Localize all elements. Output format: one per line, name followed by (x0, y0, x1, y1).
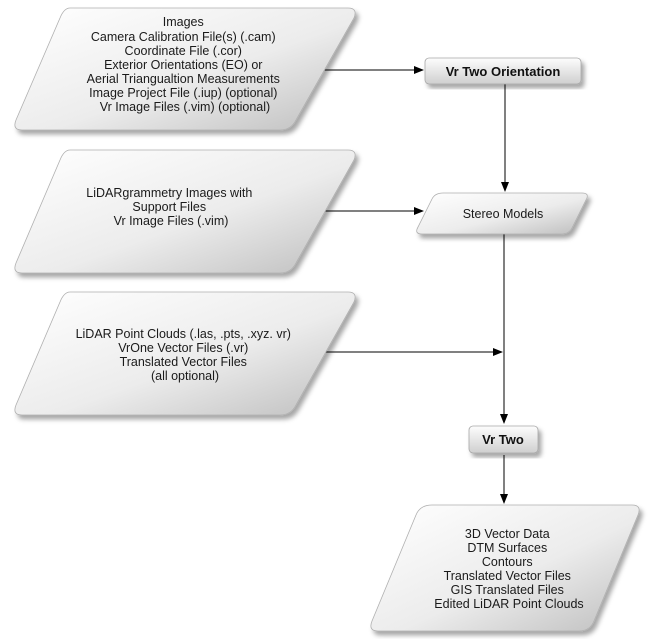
input-pointclouds-line-1: VrOne Vector Files (.vr) (118, 341, 248, 355)
outputs-line-4: GIS Translated Files (451, 583, 564, 597)
outputs-node (370, 504, 640, 632)
input-lidargrammetry-label: LiDARgrammetry Images with Support Files… (86, 186, 256, 228)
outputs-line-3: Translated Vector Files (444, 569, 571, 583)
outputs-line-5: Edited LiDAR Point Clouds (434, 597, 583, 611)
input-images-line-5: Image Project File (.iup) (optional) (89, 86, 277, 100)
input-images-line-3: Exterior Orientations (EO) or (104, 58, 262, 72)
input-lidargrammetry-line-2: Vr Image Files (.vim) (114, 214, 229, 228)
input-images-line-2: Coordinate File (.cor) (125, 44, 242, 58)
outputs-line-2: Contours (482, 555, 533, 569)
input-images-node (14, 7, 356, 131)
vr-two-orientation-node (424, 57, 582, 85)
vr-two-label: Vr Two (482, 432, 524, 447)
input-pointclouds-node (14, 291, 356, 416)
input-pointclouds-line-2: Translated Vector Files (120, 355, 247, 369)
input-lidargrammetry-node (14, 149, 356, 274)
input-pointclouds-line-3: (all optional) (151, 369, 219, 383)
input-lidargrammetry-line-1: Support Files (132, 200, 206, 214)
input-images-line-0: Images (163, 15, 204, 29)
input-images-line-1: Camera Calibration File(s) (.cam) (91, 30, 276, 44)
vr-two-node (468, 425, 539, 454)
input-pointclouds-line-0: LiDAR Point Clouds (.las, .pts, .xyz. vr… (76, 327, 291, 341)
vr-two-orientation-label: Vr Two Orientation (446, 64, 561, 79)
stereo-models-label: Stereo Models (463, 207, 544, 221)
outputs-line-1: DTM Surfaces (467, 541, 547, 555)
input-lidargrammetry-line-0: LiDARgrammetry Images with (86, 186, 252, 200)
outputs-label: 3D Vector Data DTM Surfaces Contours Tra… (434, 527, 583, 611)
input-images-line-6: Vr Image Files (.vim) (optional) (100, 100, 270, 114)
input-pointclouds-label: LiDAR Point Clouds (.las, .pts, .xyz. vr… (76, 327, 295, 383)
input-images-label: Images Camera Calibration File(s) (.cam)… (87, 15, 284, 114)
stereo-models-node (416, 192, 588, 235)
input-images-line-4: Aerial Triangualtion Measurements (87, 72, 280, 86)
outputs-line-0: 3D Vector Data (465, 527, 550, 541)
